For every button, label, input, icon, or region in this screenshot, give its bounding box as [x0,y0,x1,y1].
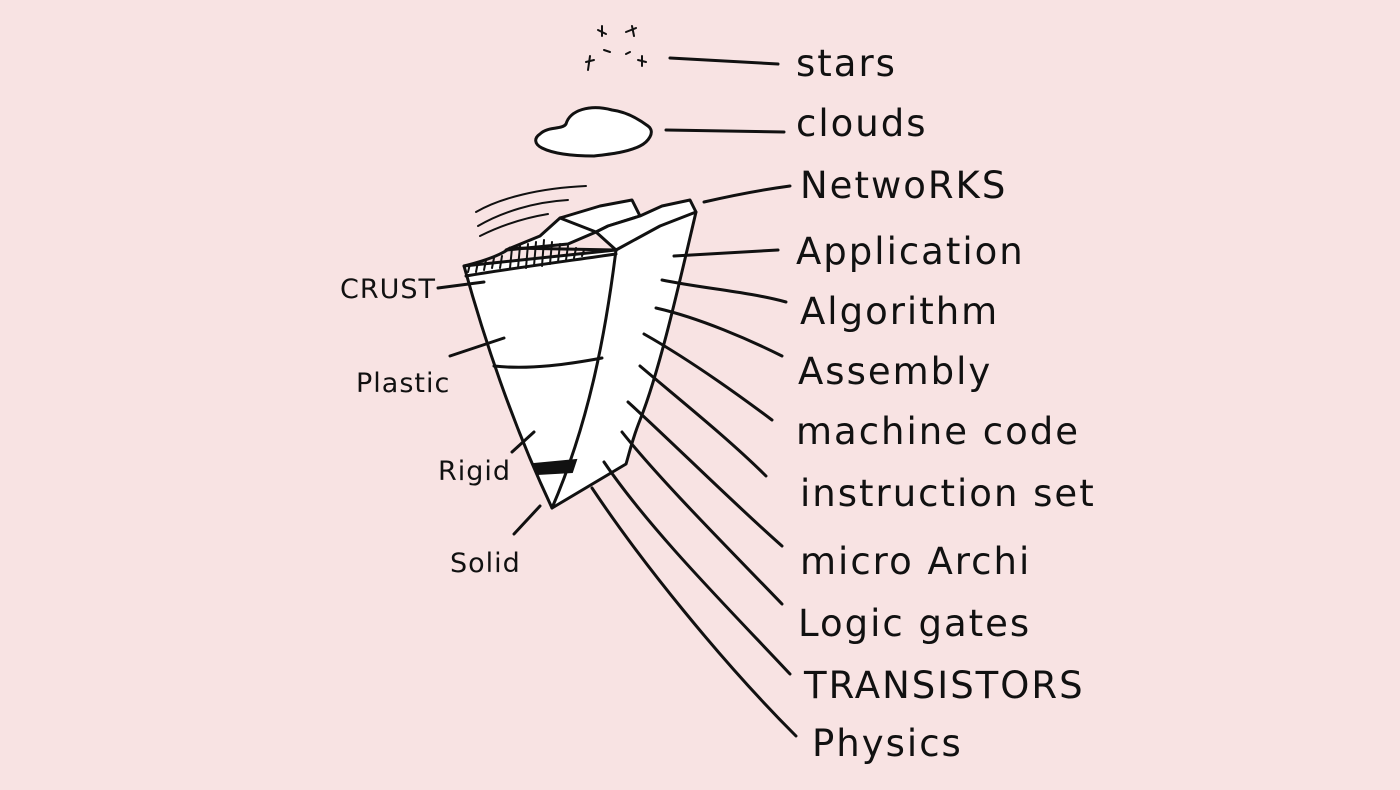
label-networks: NetwoRKS [800,164,1007,207]
label-clouds: clouds [796,102,927,145]
label-assembly: Assembly [798,350,992,393]
earth-cone-icon [462,198,698,510]
label-application: Application [796,230,1025,273]
label-physics: Physics [812,722,963,765]
motion-lines [475,185,587,237]
leader-lines-right [590,56,798,738]
label-algorithm: Algorithm [800,290,999,333]
label-machine-code: machine code [796,410,1080,453]
label-micro-archi: micro Archi [800,540,1031,583]
label-transistors: TRANSISTORS [803,664,1085,707]
label-plastic: Plastic [356,368,450,399]
leader-lines-left [436,280,542,536]
label-solid: Solid [450,548,521,579]
label-crust: CRUST [340,274,436,305]
stars-icon [585,25,647,71]
label-rigid: Rigid [438,456,511,487]
cloud-icon [534,106,653,158]
label-stars: stars [796,42,897,85]
label-instruction-set: instruction set [800,472,1096,515]
label-logic-gates: Logic gates [798,602,1031,645]
